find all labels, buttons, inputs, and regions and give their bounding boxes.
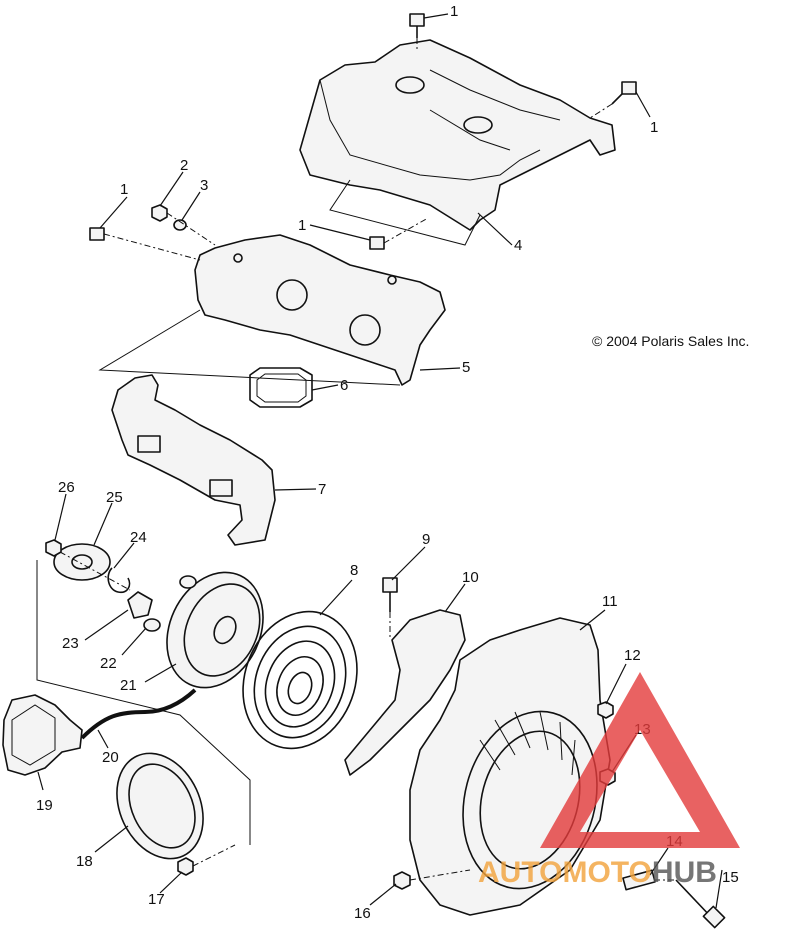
callout-16: 16 [354,905,371,922]
leader-lines [37,13,723,909]
starter-bracket [344,609,466,776]
watermark-hub: HUB [652,856,717,889]
watermark: AUTOMOTOHUB [478,672,740,889]
starter-rope [80,688,197,740]
bolt-1-right [611,81,637,105]
callout-1-right: 1 [650,119,658,136]
callout-22: 22 [100,655,117,672]
callout-1-mid: 1 [298,217,306,234]
callout-1-top: 1 [450,3,458,20]
copyright-notice: © 2004 Polaris Sales Inc. [592,333,750,349]
watermark-auto: AUTO [478,856,562,889]
spacer-22 [143,618,161,632]
nut-26 [45,539,62,557]
callout-17: 17 [148,891,165,908]
callout-25: 25 [106,489,123,506]
callout-18: 18 [76,853,93,870]
bolt-1-left [89,227,105,241]
nut-2 [151,204,168,222]
starter-handle [2,694,83,776]
callout-24: 24 [130,529,147,546]
clip-14 [622,869,656,891]
pulley-cap [53,543,111,581]
center-plate [194,234,446,386]
callout-10: 10 [462,569,479,586]
callout-5: 5 [462,359,470,376]
recoil-spring [242,610,358,750]
lower-bracket [111,374,276,546]
callout-20: 20 [102,749,119,766]
rewind-pulley [166,571,264,689]
callout-7: 7 [318,481,326,498]
pawl [127,591,153,619]
callout-19: 19 [36,797,53,814]
callout-12: 12 [624,647,641,664]
watermark-triangle-icon [540,672,740,848]
bolt-17 [177,857,194,876]
watermark-moto: MOTO [562,856,651,889]
assembly-lines [36,38,676,881]
callout-numbers: 1 1 1 1 2 3 4 5 6 7 8 9 10 11 12 13 14 1… [36,3,739,922]
callout-15: 15 [722,869,739,886]
callout-4: 4 [514,237,522,254]
callout-11: 11 [602,593,618,610]
upper-shroud [299,39,616,231]
callout-8: 8 [350,562,358,579]
pawl-clip [107,567,131,594]
bolt-15 [675,879,726,929]
svg-text:AUTOMOTOHUB: AUTOMOTOHUB [478,856,717,889]
callout-3: 3 [200,177,208,194]
callout-6: 6 [340,377,348,394]
callout-26: 26 [58,479,75,496]
bolt-1-mid [369,236,385,250]
callout-2: 2 [180,157,188,174]
washer-3 [173,219,187,231]
bolt-9 [382,577,398,612]
callout-1-left: 1 [120,181,128,198]
callout-21: 21 [120,677,137,694]
nut-12 [597,701,614,719]
callout-23: 23 [62,635,79,652]
gasket [249,367,313,408]
bolt-1-top [409,13,425,38]
callout-9: 9 [422,531,430,548]
guide-ring [116,752,204,860]
nut-16 [393,871,411,890]
